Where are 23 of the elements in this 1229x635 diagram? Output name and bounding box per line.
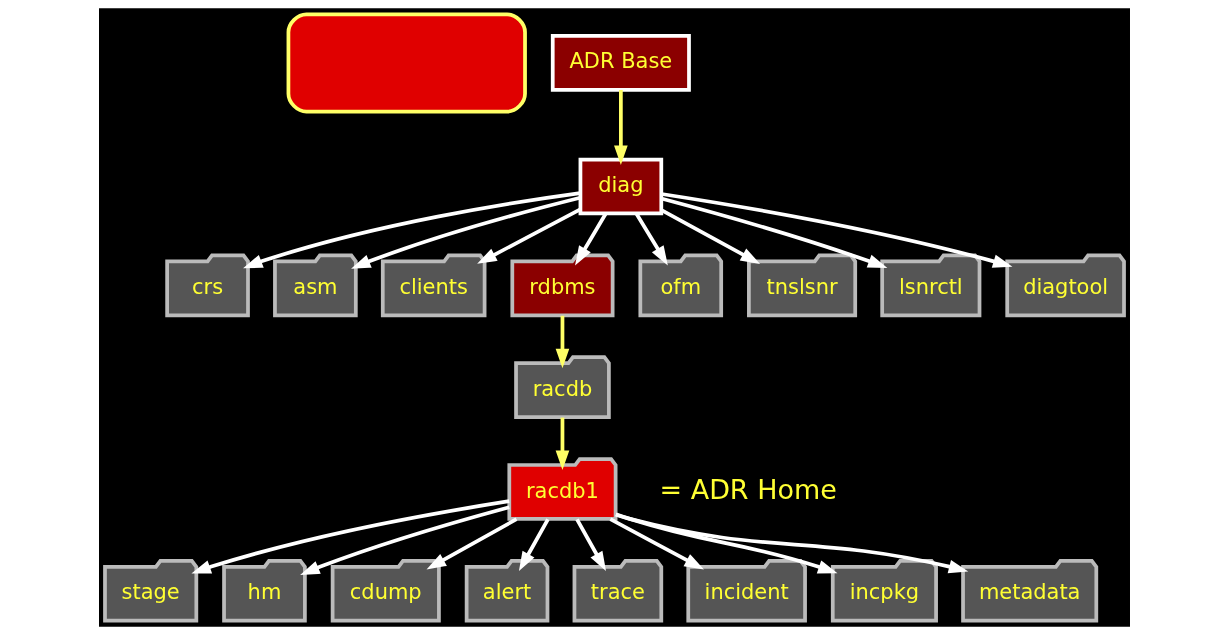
arrow [243,191,581,269]
arrow [555,417,570,470]
arrow [575,518,606,572]
node-box [286,12,527,114]
arrow [609,517,704,570]
arrow [661,192,1013,268]
arrow [660,208,761,264]
node-box: ADR Base [550,34,691,92]
arrow [300,505,510,575]
arrow [660,196,888,269]
arrow [614,90,628,166]
arrow [191,499,510,574]
arrow [555,315,570,369]
arrow [575,213,608,266]
arrow [615,513,969,574]
arrow [477,207,582,264]
arrow [615,512,838,574]
node-label: = ADR Home [659,473,837,505]
arrow [635,212,668,266]
node-box: diag [578,157,664,216]
arrow [351,195,581,269]
arrow [426,517,518,570]
arrow [518,518,550,572]
